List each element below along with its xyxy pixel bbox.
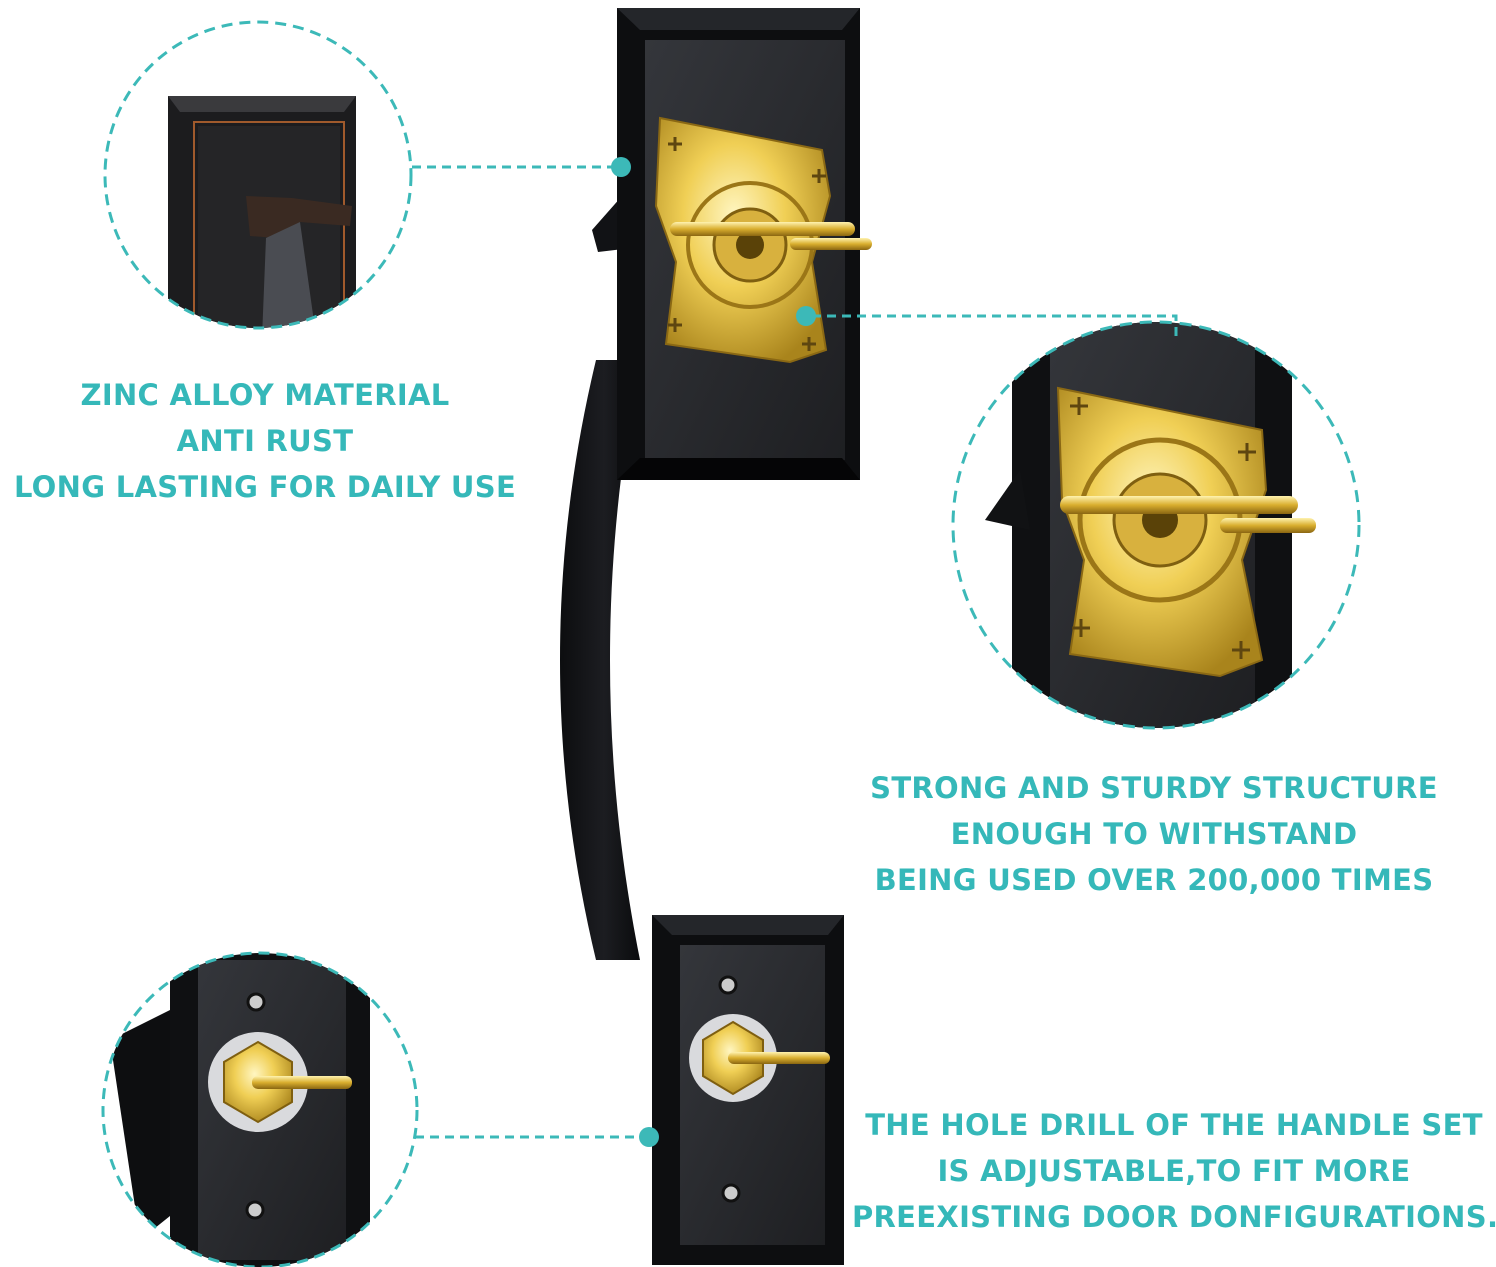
- caption-structure: STRONG AND STURDY STRUCTURE ENOUGH TO WI…: [836, 765, 1472, 903]
- screw-hole-icon: [246, 992, 266, 1012]
- callout-dot-icon: [796, 306, 816, 326]
- caption-line: ANTI RUST: [176, 424, 354, 458]
- screw-hole-icon: [245, 1200, 265, 1220]
- bottom-escutcheon: [652, 915, 844, 1265]
- caption-zinc-alloy: ZINC ALLOY MATERIAL ANTI RUST LONG LASTI…: [0, 372, 530, 510]
- caption-line: ZINC ALLOY MATERIAL: [80, 378, 450, 412]
- caption-line: STRONG AND STURDY STRUCTURE: [870, 771, 1438, 805]
- callout-dots: [611, 157, 816, 1147]
- detail-zinc-alloy: [103, 20, 413, 330]
- callout-lines: [412, 165, 1178, 1139]
- spindle-mechanism: [654, 116, 872, 364]
- caption-line: BEING USED OVER 200,000 TIMES: [874, 863, 1434, 897]
- caption-line: ENOUGH TO WITHSTAND: [950, 817, 1358, 851]
- caption-line: THE HOLE DRILL OF THE HANDLE SET: [865, 1108, 1483, 1142]
- detail-hole-drill: [101, 951, 419, 1267]
- handleset: [560, 8, 872, 1265]
- screw-hole-icon: [721, 1183, 741, 1203]
- callout-dot-icon: [611, 157, 631, 177]
- caption-hole-drill: THE HOLE DRILL OF THE HANDLE SET IS ADJU…: [852, 1102, 1496, 1240]
- caption-line: PREEXISTING DOOR DONFIGURATIONS.: [852, 1200, 1496, 1234]
- leader-line-structure: [812, 314, 1178, 338]
- handle-grip: [560, 360, 640, 960]
- callout-dot-icon: [639, 1127, 659, 1147]
- detail-structure: [951, 320, 1361, 730]
- caption-line: IS ADJUSTABLE,TO FIT MORE: [937, 1154, 1411, 1188]
- caption-line: LONG LASTING FOR DAILY USE: [13, 470, 517, 504]
- screw-hole-icon: [718, 975, 738, 995]
